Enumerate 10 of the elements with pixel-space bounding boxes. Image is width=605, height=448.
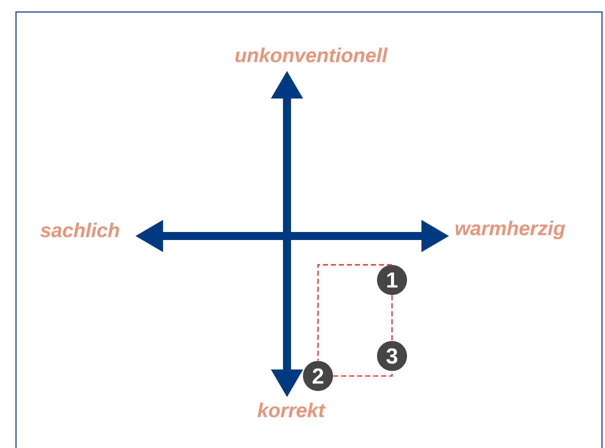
number-badge: 2	[303, 361, 333, 391]
axis-label: sachlich	[40, 222, 120, 238]
dashed-line	[391, 295, 393, 341]
axis-label: warmherzig	[456, 220, 566, 240]
axis-label: korrekt	[258, 402, 326, 418]
dashed-line	[333, 371, 393, 377]
axis-label: unkonventionell	[235, 48, 388, 62]
number-badge: 1	[377, 265, 407, 295]
dashed-line	[317, 264, 392, 361]
number-badge: 3	[377, 341, 407, 371]
